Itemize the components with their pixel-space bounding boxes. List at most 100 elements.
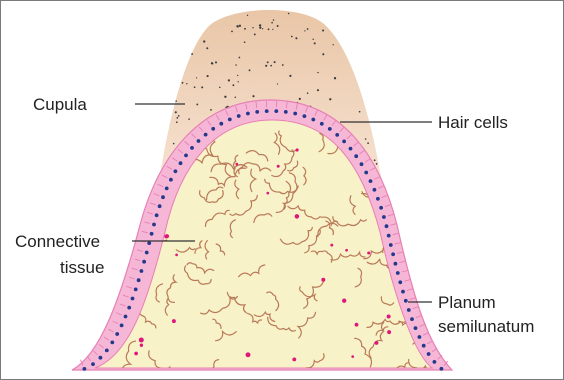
cupula-speck (239, 25, 241, 27)
planum-label-line2: semilunatum (438, 317, 534, 336)
hair-cell-nucleus (373, 188, 377, 192)
hair-cell-nucleus (219, 122, 223, 126)
hair-cell-nucleus (303, 114, 307, 118)
connective-cell (345, 249, 348, 252)
cupula-speck (277, 25, 279, 27)
cupula-speck (212, 63, 213, 64)
connective-cell (165, 234, 169, 238)
hair-cell-nucleus (349, 147, 353, 151)
cupula-speck (239, 57, 241, 59)
cupula-speck (207, 75, 209, 77)
cupula-speck (252, 27, 253, 28)
hair-cells-label: Hair cells (438, 113, 508, 132)
connective-cell (355, 323, 359, 327)
cupula-speck (173, 143, 175, 145)
connective-cell (157, 166, 161, 170)
hair-cell-nucleus (335, 133, 339, 137)
hair-cell-nucleus (379, 206, 383, 210)
cupula-speck (299, 98, 301, 100)
cupula-speck (365, 138, 367, 140)
hair-cell-nucleus (131, 297, 135, 301)
connective-cell (139, 338, 144, 343)
hair-cell-nucleus (410, 317, 414, 321)
hair-cell-nucleus (150, 232, 154, 236)
cupula-speck (196, 103, 198, 105)
hair-cell-nucleus (404, 299, 408, 303)
cupula-speck (289, 75, 291, 77)
hair-cell-nucleus (354, 154, 358, 158)
cupula-speck (176, 121, 178, 123)
hair-cell-nucleus (320, 122, 324, 126)
connective-cell (172, 319, 176, 323)
cupula-label: Cupula (33, 95, 87, 114)
connective-cell (246, 352, 251, 357)
cupula-speck (196, 77, 197, 78)
cupula-speck (317, 89, 319, 91)
cupula-speck (259, 24, 261, 26)
cupula-speck (307, 28, 309, 30)
cupula-speck (235, 64, 237, 66)
hair-cell-nucleus (342, 140, 346, 144)
connective-cell (296, 148, 299, 151)
connective-cell (367, 251, 370, 254)
connective-cell (277, 165, 280, 168)
connective-fiber (393, 122, 409, 127)
hair-cell-nucleus (364, 171, 368, 175)
connective-fiber (112, 113, 127, 134)
cupula-speck (268, 28, 270, 30)
cupula-speck (182, 82, 184, 84)
connective-cell (342, 299, 346, 303)
hair-cell-nucleus (142, 260, 146, 264)
cupula-speck (317, 72, 318, 73)
hair-cell-nucleus (385, 224, 389, 228)
cupula-speck (215, 61, 217, 63)
cupula-speck (210, 109, 212, 111)
cupula-speck (219, 87, 220, 88)
hair-cell-nucleus (161, 195, 165, 199)
hair-cell-nucleus (110, 341, 114, 345)
hair-cell-nucleus (389, 243, 393, 247)
cupula-speck (238, 26, 239, 27)
cupula-speck (270, 65, 272, 67)
cupula-speck (322, 29, 324, 31)
hair-cell-nucleus (396, 271, 400, 275)
cupula-speck (376, 163, 378, 165)
connective-cell (266, 192, 269, 195)
hair-cell-nucleus (204, 133, 208, 137)
connective-fiber (411, 162, 431, 175)
cupula-speck (188, 118, 190, 120)
connective-fiber (420, 177, 432, 187)
hair-cell-nucleus (124, 315, 128, 319)
hair-cell-nucleus (284, 110, 288, 114)
hair-cell-nucleus (328, 127, 332, 131)
connective-fiber (402, 175, 429, 180)
hair-cell-nucleus (427, 352, 431, 356)
hair-cell-nucleus (401, 290, 405, 294)
hair-cell-nucleus (120, 324, 124, 328)
cupula-speck (186, 83, 187, 84)
hair-cell-nucleus (197, 139, 201, 143)
connective-fiber (118, 139, 128, 169)
hair-cell-nucleus (169, 178, 173, 182)
hair-cell-nucleus (165, 187, 169, 191)
hair-cell-nucleus (265, 109, 269, 113)
hair-cell-nucleus (311, 118, 315, 122)
hair-cell-nucleus (134, 288, 138, 292)
cupula-speck (175, 100, 176, 101)
connective-cell (375, 341, 379, 345)
cupula-speck (374, 159, 376, 161)
connective-cell (351, 355, 354, 358)
cupula-speck (259, 27, 261, 29)
hair-cell-nucleus (99, 356, 103, 360)
hair-cell-nucleus (145, 251, 149, 255)
hair-cell-nucleus (274, 109, 278, 113)
cupula-speck (228, 79, 230, 81)
hair-cell-nucleus (127, 306, 131, 310)
connective-fiber (131, 172, 148, 177)
hair-cell-nucleus (433, 360, 437, 364)
cupula-speck (237, 75, 238, 76)
cupula-speck (194, 86, 196, 88)
cupula-speck (265, 65, 267, 67)
